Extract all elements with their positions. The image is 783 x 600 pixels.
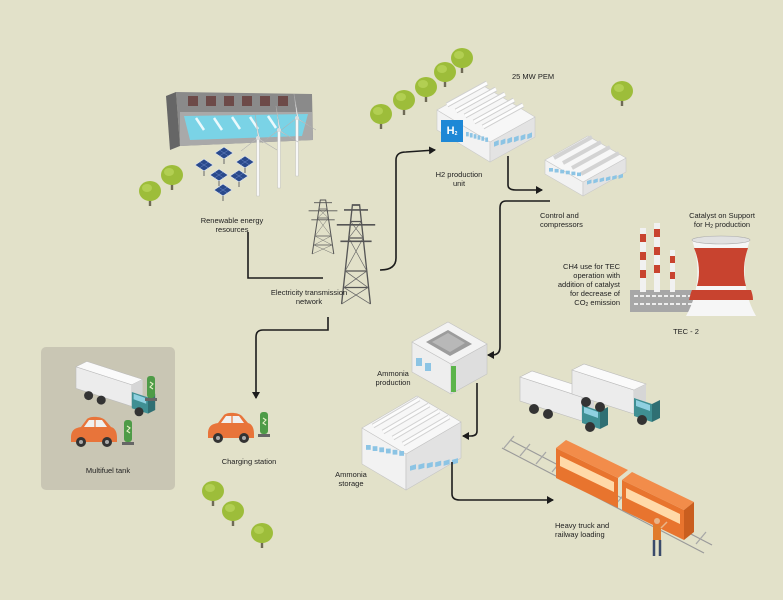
ammonia-storage-building	[361, 395, 462, 491]
arrow-storage-to-loading	[451, 462, 554, 504]
tec-label: TEC - 2	[673, 327, 699, 336]
charging-car	[207, 412, 255, 444]
catalyst-label: Catalyst on Support for H2 production	[689, 211, 755, 230]
flow-arrows	[247, 146, 554, 504]
arrow-control-to-ammonia	[487, 200, 550, 359]
charging-post	[257, 411, 271, 438]
charging-station-label: Charging station	[221, 457, 277, 466]
h2-badge: H2	[446, 125, 458, 137]
heavy-trucks	[519, 363, 661, 433]
tec-2-power-plant	[630, 223, 756, 316]
arrow-h2-to-control	[507, 156, 543, 194]
pem-label: 25 MW PEM	[512, 72, 555, 81]
hydro-dam	[166, 92, 313, 150]
control-building	[544, 135, 627, 197]
train	[556, 440, 694, 540]
solar-panels	[194, 146, 255, 202]
worker	[652, 518, 668, 556]
arrow-renewables-to-grid	[247, 232, 323, 279]
arrow-ammonia-to-storage	[462, 383, 478, 440]
multifuel-label: Multifuel tank	[85, 466, 131, 475]
ammonia-production-building	[411, 321, 488, 395]
h2-production-building	[436, 80, 536, 163]
arrow-grid-to-h2	[379, 146, 436, 271]
ch4-label: CH4 use for TEC operation with addition …	[557, 262, 620, 308]
arrow-grid-to-charging	[252, 317, 329, 399]
